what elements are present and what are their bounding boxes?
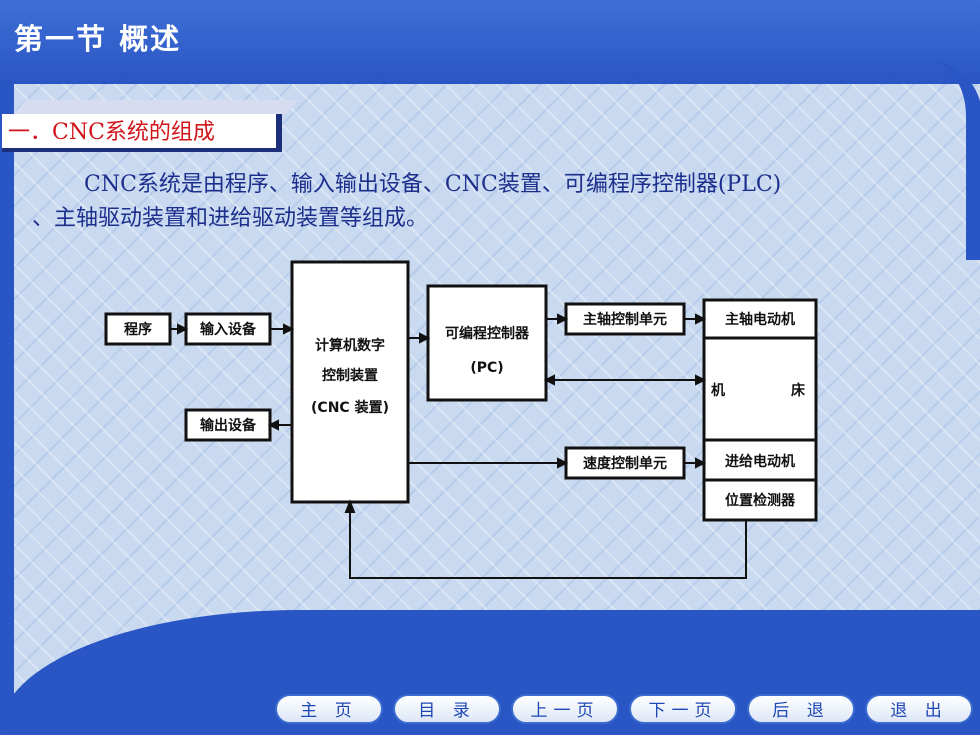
prev-page-button[interactable]: 上一页	[511, 694, 619, 724]
machine-label-right: 床	[791, 382, 806, 399]
cnc-label-1: 计算机数字	[315, 337, 385, 354]
program-label: 程序	[124, 321, 152, 338]
paragraph-line-2: 、主轴驱动装置和进给驱动装置等组成。	[32, 206, 429, 231]
speed-ctrl-label: 速度控制单元	[583, 455, 667, 472]
paragraph: CNC系统是由程序、输入输出设备、CNC装置、可编程序控制器(PLC) 、主轴驱…	[32, 168, 962, 236]
spindle-motor-label: 主轴电动机	[725, 311, 795, 328]
home-button[interactable]: 主 页	[275, 694, 383, 724]
spindle-ctrl-label: 主轴控制单元	[583, 311, 667, 328]
exit-button[interactable]: 退 出	[865, 694, 973, 724]
right-curve	[926, 60, 980, 260]
output-device-label: 输出设备	[200, 417, 257, 434]
plc-label-1: 可编程控制器	[445, 325, 530, 342]
input-device-label: 输入设备	[200, 321, 257, 338]
plc-box	[426, 284, 548, 402]
paragraph-line-1: CNC系统是由程序、输入输出设备、CNC装置、可编程序控制器(PLC)	[84, 172, 782, 197]
cnc-label-2: 控制装置	[322, 367, 378, 384]
slide-title: 第一节 概述	[14, 22, 182, 56]
feed-motor-label: 进给电动机	[725, 453, 795, 470]
left-band	[0, 84, 14, 735]
title-bar	[0, 0, 980, 84]
plc-label-2: (PC)	[470, 360, 503, 376]
toc-button[interactable]: 目 录	[393, 694, 501, 724]
program-box	[104, 312, 172, 346]
machine-box	[702, 298, 818, 522]
cnc-box	[290, 260, 410, 504]
next-page-button[interactable]: 下一页	[629, 694, 737, 724]
back-button[interactable]: 后 退	[747, 694, 855, 724]
machine-label-left: 机	[711, 382, 725, 399]
navigation-bar: 主 页 目 录 上一页 下一页 后 退 退 出	[275, 694, 973, 724]
cnc-label-3: (CNC 装置)	[311, 399, 389, 416]
position-detector-label: 位置检测器	[725, 492, 796, 509]
section-heading: 一．CNC系统的组成	[2, 114, 282, 152]
